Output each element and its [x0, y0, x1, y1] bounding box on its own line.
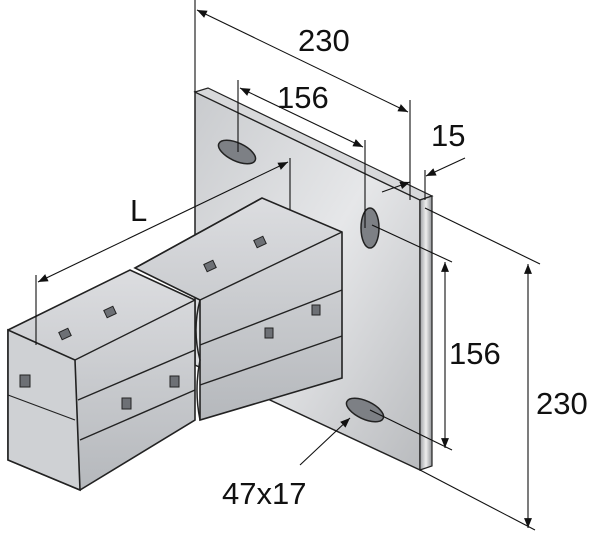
dimension-lines	[35, 0, 541, 531]
dimension-hole-spacing-horizontal: 156	[277, 80, 329, 115]
channel-profile-front	[7, 269, 196, 492]
dimension-plate-height: 230	[536, 386, 588, 421]
dimension-hole-spacing-vertical: 156	[449, 336, 501, 371]
dimension-plate-width: 230	[298, 23, 350, 58]
dimension-profile-length: L	[130, 193, 148, 228]
dimension-plate-thickness: 15	[431, 118, 466, 153]
dimension-slot-size: 47x17	[222, 476, 307, 511]
